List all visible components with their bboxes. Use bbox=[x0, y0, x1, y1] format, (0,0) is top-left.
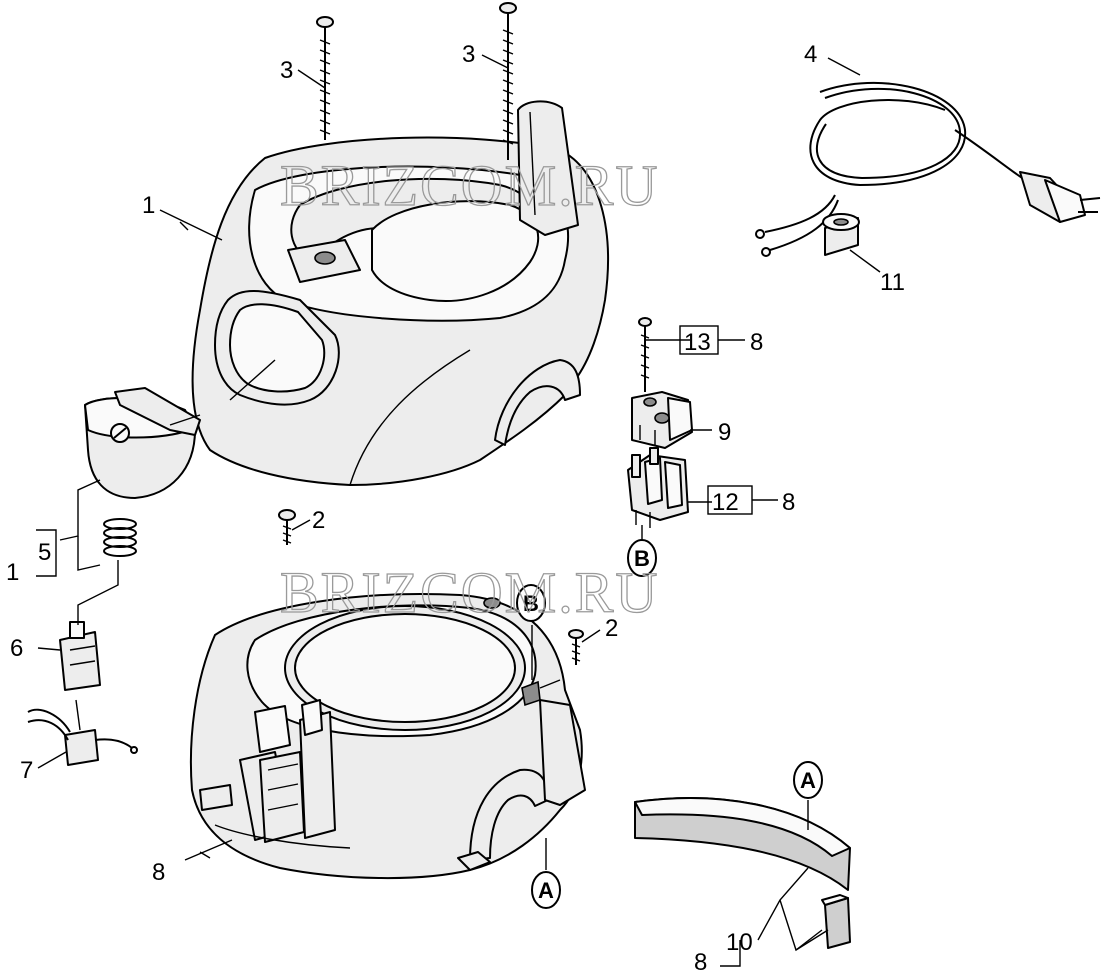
callout-2-b: 2 bbox=[605, 615, 618, 642]
watermark-top: BRIZCOM.RU bbox=[280, 153, 659, 218]
callout-7: 7 bbox=[20, 757, 33, 784]
callout-1-top: 1 bbox=[142, 192, 155, 219]
screw-2-right bbox=[568, 629, 584, 665]
callout-12: 12 bbox=[712, 489, 739, 516]
thermostat-knob bbox=[59, 621, 101, 691]
badge-a-bottom[interactable]: A bbox=[531, 871, 561, 909]
callout-1-left: 1 bbox=[6, 559, 19, 586]
callout-10: 10 bbox=[726, 929, 753, 956]
screw-3-right bbox=[499, 2, 517, 160]
knob-housing bbox=[84, 387, 201, 499]
bracket-9 bbox=[631, 391, 693, 449]
callout-13: 13 bbox=[684, 329, 711, 356]
badge-b-top-letter: B bbox=[523, 591, 539, 616]
badge-a-right-letter: A bbox=[800, 768, 816, 793]
callout-labels: 1 3 3 4 11 13 8 9 12 8 2 2 5 1 6 7 8 10 … bbox=[6, 41, 905, 976]
thermostat-switch bbox=[27, 708, 138, 766]
callout-2-a: 2 bbox=[312, 507, 325, 534]
callout-boxes bbox=[36, 325, 778, 967]
callout-11: 11 bbox=[880, 269, 905, 296]
callout-8-b: 8 bbox=[782, 489, 795, 516]
power-cord bbox=[755, 81, 1101, 257]
callout-8-c: 8 bbox=[152, 859, 165, 886]
callout-6: 6 bbox=[10, 635, 23, 662]
callout-3-left: 3 bbox=[280, 57, 293, 84]
screw-13 bbox=[638, 317, 652, 392]
badge-b-mid[interactable]: B bbox=[627, 539, 657, 577]
callout-9: 9 bbox=[718, 419, 731, 446]
lower-base bbox=[189, 593, 586, 880]
spring bbox=[103, 518, 137, 557]
badge-b-top[interactable]: B bbox=[516, 584, 546, 622]
screw-2-top bbox=[278, 509, 296, 545]
callout-4: 4 bbox=[804, 41, 817, 68]
badge-b-mid-letter: B bbox=[634, 546, 650, 571]
ferrite-ring bbox=[822, 213, 860, 256]
seal-strip bbox=[634, 797, 851, 949]
screw-3-left bbox=[316, 16, 334, 140]
leader-lines bbox=[37, 54, 881, 952]
callout-3-right: 3 bbox=[462, 41, 475, 68]
callout-8-a: 8 bbox=[750, 329, 763, 356]
bracket-12 bbox=[627, 447, 689, 528]
upper-housing bbox=[191, 100, 609, 486]
badge-a-right[interactable]: A bbox=[793, 761, 823, 799]
callout-8-d: 8 bbox=[694, 949, 707, 976]
callout-5: 5 bbox=[38, 539, 51, 566]
watermark-bottom: BRIZCOM.RU bbox=[280, 560, 659, 625]
badge-a-bottom-letter: A bbox=[538, 878, 554, 903]
